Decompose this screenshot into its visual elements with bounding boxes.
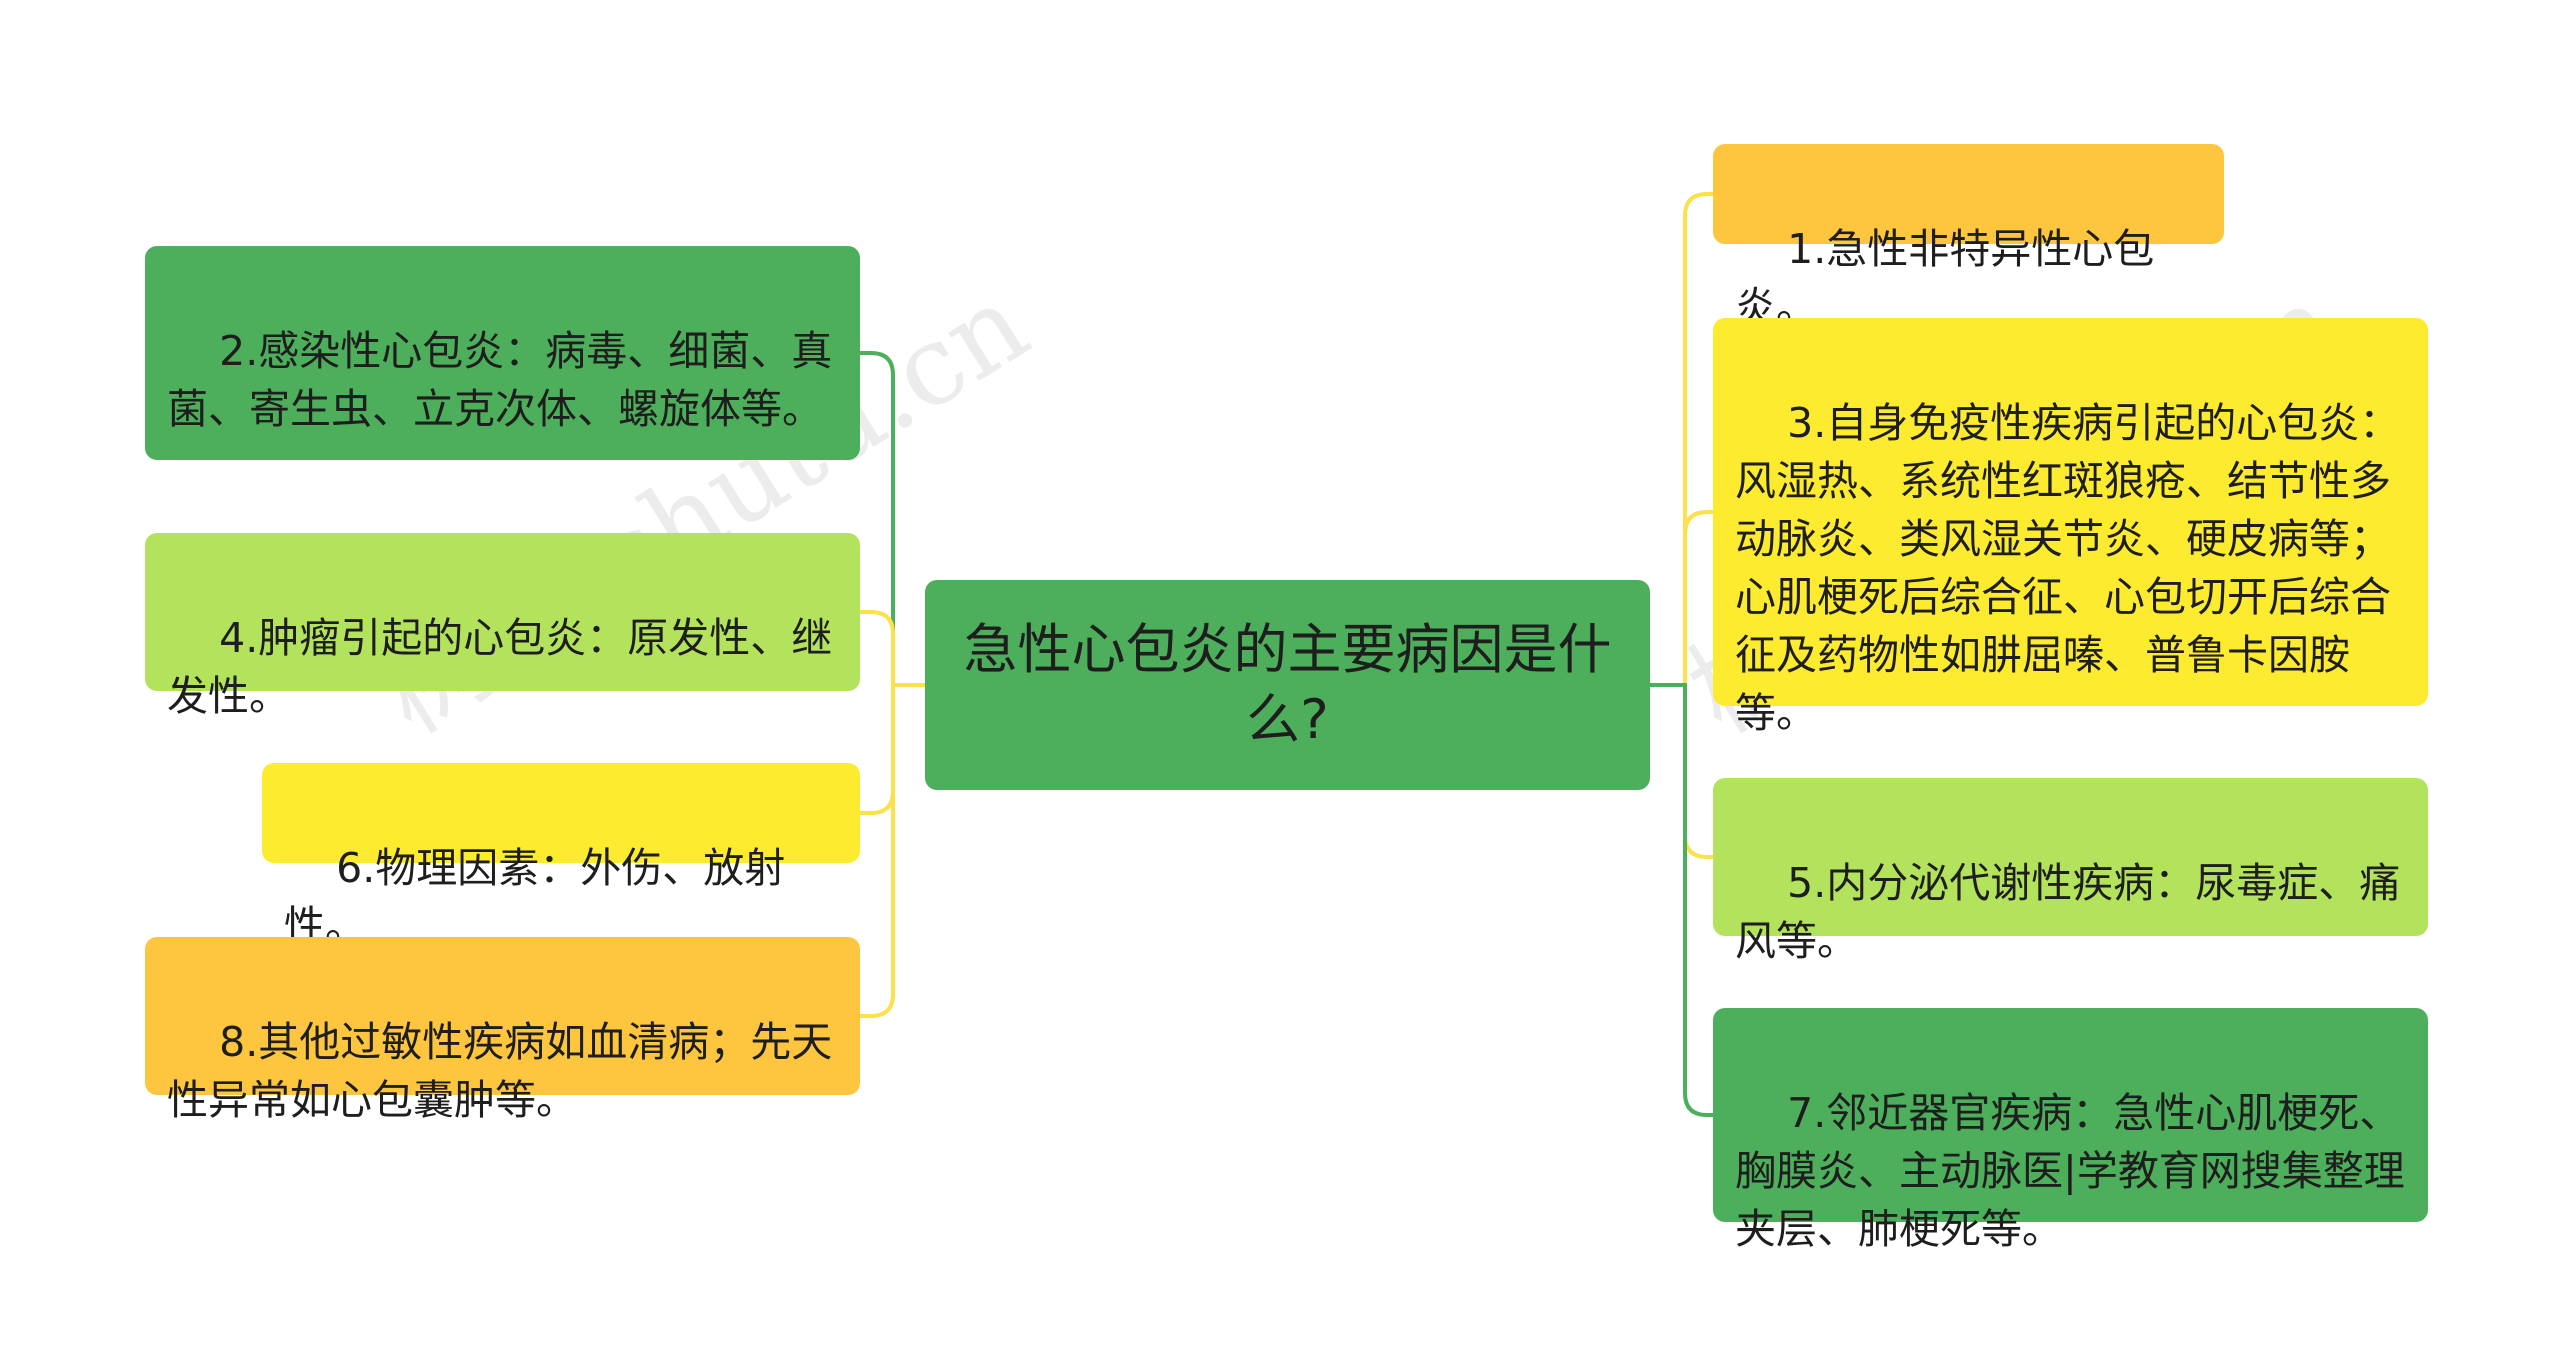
branch-label: 1.急性非特异性心包炎。 bbox=[1735, 225, 2155, 331]
branch-label: 3.自身免疫性疾病引起的心包炎：风湿热、系统性红斑狼疮、结节性多动脉炎、类风湿关… bbox=[1735, 399, 2401, 737]
central-topic-label: 急性心包炎的主要病因是什么? bbox=[963, 618, 1612, 751]
connector-right-2 bbox=[1648, 683, 1715, 859]
branch-label: 7.邻近器官疾病：急性心肌梗死、胸膜炎、主动脉医|学教育网搜集整理夹层、肺梗死等… bbox=[1735, 1089, 2405, 1253]
branch-allergic[interactable]: 8.其他过敏性疾病如血清病；先天性异常如心包囊肿等。 bbox=[145, 937, 860, 1124]
branch-physical[interactable]: 6.物理因素：外伤、放射性。 bbox=[262, 763, 860, 950]
branch-autoimmune[interactable]: 3.自身免疫性疾病引起的心包炎：风湿热、系统性红斑狼疮、结节性多动脉炎、类风湿关… bbox=[1713, 318, 2428, 737]
branch-label: 4.肿瘤引起的心包炎：原发性、继发性。 bbox=[167, 614, 833, 720]
connector-right-3 bbox=[1648, 683, 1715, 1117]
connector-left-3 bbox=[858, 683, 927, 1018]
branch-label: 8.其他过敏性疾病如血清病；先天性异常如心包囊肿等。 bbox=[167, 1018, 833, 1124]
branch-adjacent-organ[interactable]: 7.邻近器官疾病：急性心肌梗死、胸膜炎、主动脉医|学教育网搜集整理夹层、肺梗死等… bbox=[1713, 1008, 2428, 1253]
branch-label: 2.感染性心包炎：病毒、细菌、真菌、寄生虫、立克次体、螺旋体等。 bbox=[167, 327, 833, 433]
branch-endocrine[interactable]: 5.内分泌代谢性疾病：尿毒症、痛风等。 bbox=[1713, 778, 2428, 965]
connector-right-0 bbox=[1648, 192, 1715, 687]
branch-tumor[interactable]: 4.肿瘤引起的心包炎：原发性、继发性。 bbox=[145, 533, 860, 720]
branch-label: 5.内分泌代谢性疾病：尿毒症、痛风等。 bbox=[1735, 859, 2401, 965]
connector-left-1 bbox=[858, 610, 927, 687]
connector-left-0 bbox=[858, 351, 927, 687]
branch-infectious[interactable]: 2.感染性心包炎：病毒、细菌、真菌、寄生虫、立克次体、螺旋体等。 bbox=[145, 246, 860, 460]
connector-right-1 bbox=[1648, 510, 1715, 687]
branch-nonspecific[interactable]: 1.急性非特异性心包炎。 bbox=[1713, 144, 2224, 331]
central-topic[interactable]: 急性心包炎的主要病因是什么? bbox=[925, 580, 1650, 790]
branch-label: 6.物理因素：外伤、放射性。 bbox=[284, 844, 786, 950]
